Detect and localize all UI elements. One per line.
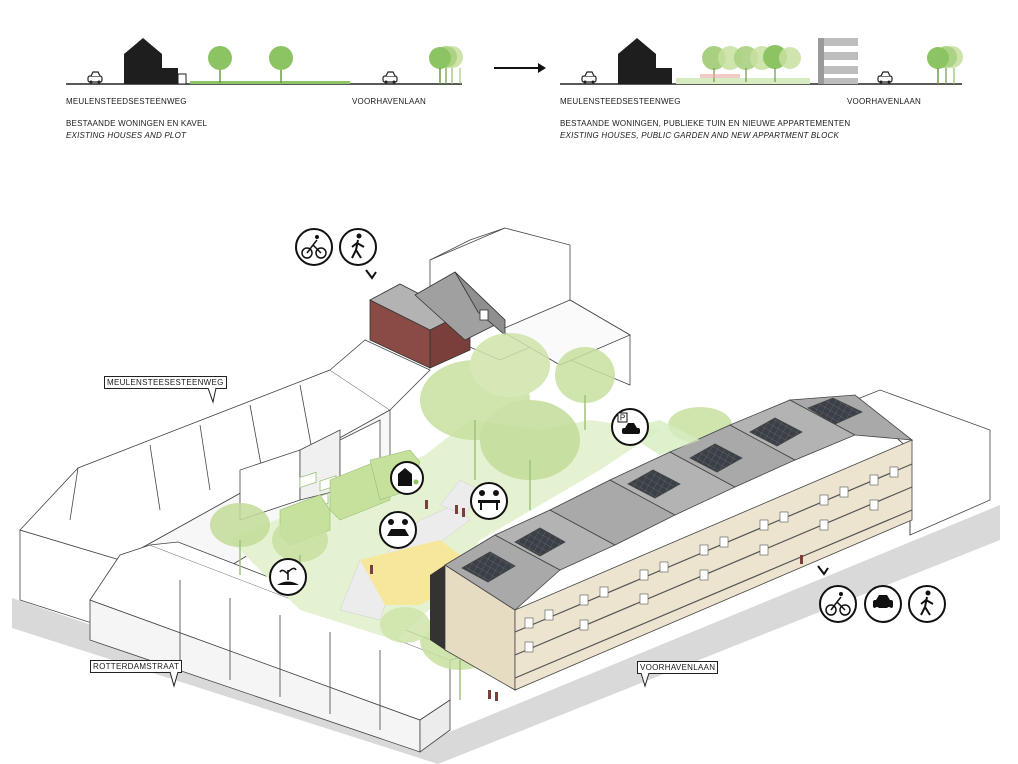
tree-cluster <box>429 46 463 84</box>
tree-icon <box>269 46 293 83</box>
existing-house <box>124 38 187 85</box>
tree-cluster <box>927 46 963 84</box>
people <box>370 500 803 701</box>
after-caption-en: EXISTING HOUSES, PUBLIC GARDEN AND NEW A… <box>560 131 840 140</box>
car-icon <box>382 71 398 84</box>
apartment-windows <box>524 466 899 653</box>
car-icon <box>877 71 893 84</box>
public-garden <box>676 78 810 84</box>
after-street-right-label: VOORHAVENLAAN <box>847 97 922 106</box>
new-apartment-block <box>818 38 858 84</box>
new-apartment-block <box>444 394 914 691</box>
street-tag-voorhavenlaan: VOORHAVENLAAN <box>637 661 719 674</box>
transition-arrow-icon <box>494 63 546 73</box>
before-street-left-label: MEULENSTEEDSESTEENWEG <box>66 97 187 106</box>
before-caption-en: EXISTING HOUSES AND PLOT <box>66 131 187 140</box>
before-street-right-label: VOORHAVENLAAN <box>352 97 427 106</box>
street-tag-meulensteedsesteenweg: MEULENSTEESESTEENWEG <box>104 376 227 389</box>
passage <box>430 565 445 650</box>
after-street-left-label: MEULENSTEEDSESTEENWEG <box>560 97 681 106</box>
car-icon <box>87 71 103 84</box>
existing-house <box>618 38 672 84</box>
after-caption-nl: BESTAANDE WONINGEN, PUBLIEKE TUIN EN NIE… <box>560 119 851 128</box>
green-plot <box>190 81 350 84</box>
before-section <box>66 38 463 85</box>
street-ground <box>12 505 1000 764</box>
car-icon <box>581 71 597 84</box>
play-area <box>360 540 480 605</box>
before-caption-nl: BESTAANDE WONINGEN EN KAVEL <box>66 119 208 128</box>
garden-trees <box>700 45 801 82</box>
tree-icon <box>208 46 232 83</box>
after-section <box>560 38 963 85</box>
section-diagrams <box>66 38 963 85</box>
street-tag-rotterdamstraat: ROTTERDAMSTRAAT <box>90 660 183 673</box>
